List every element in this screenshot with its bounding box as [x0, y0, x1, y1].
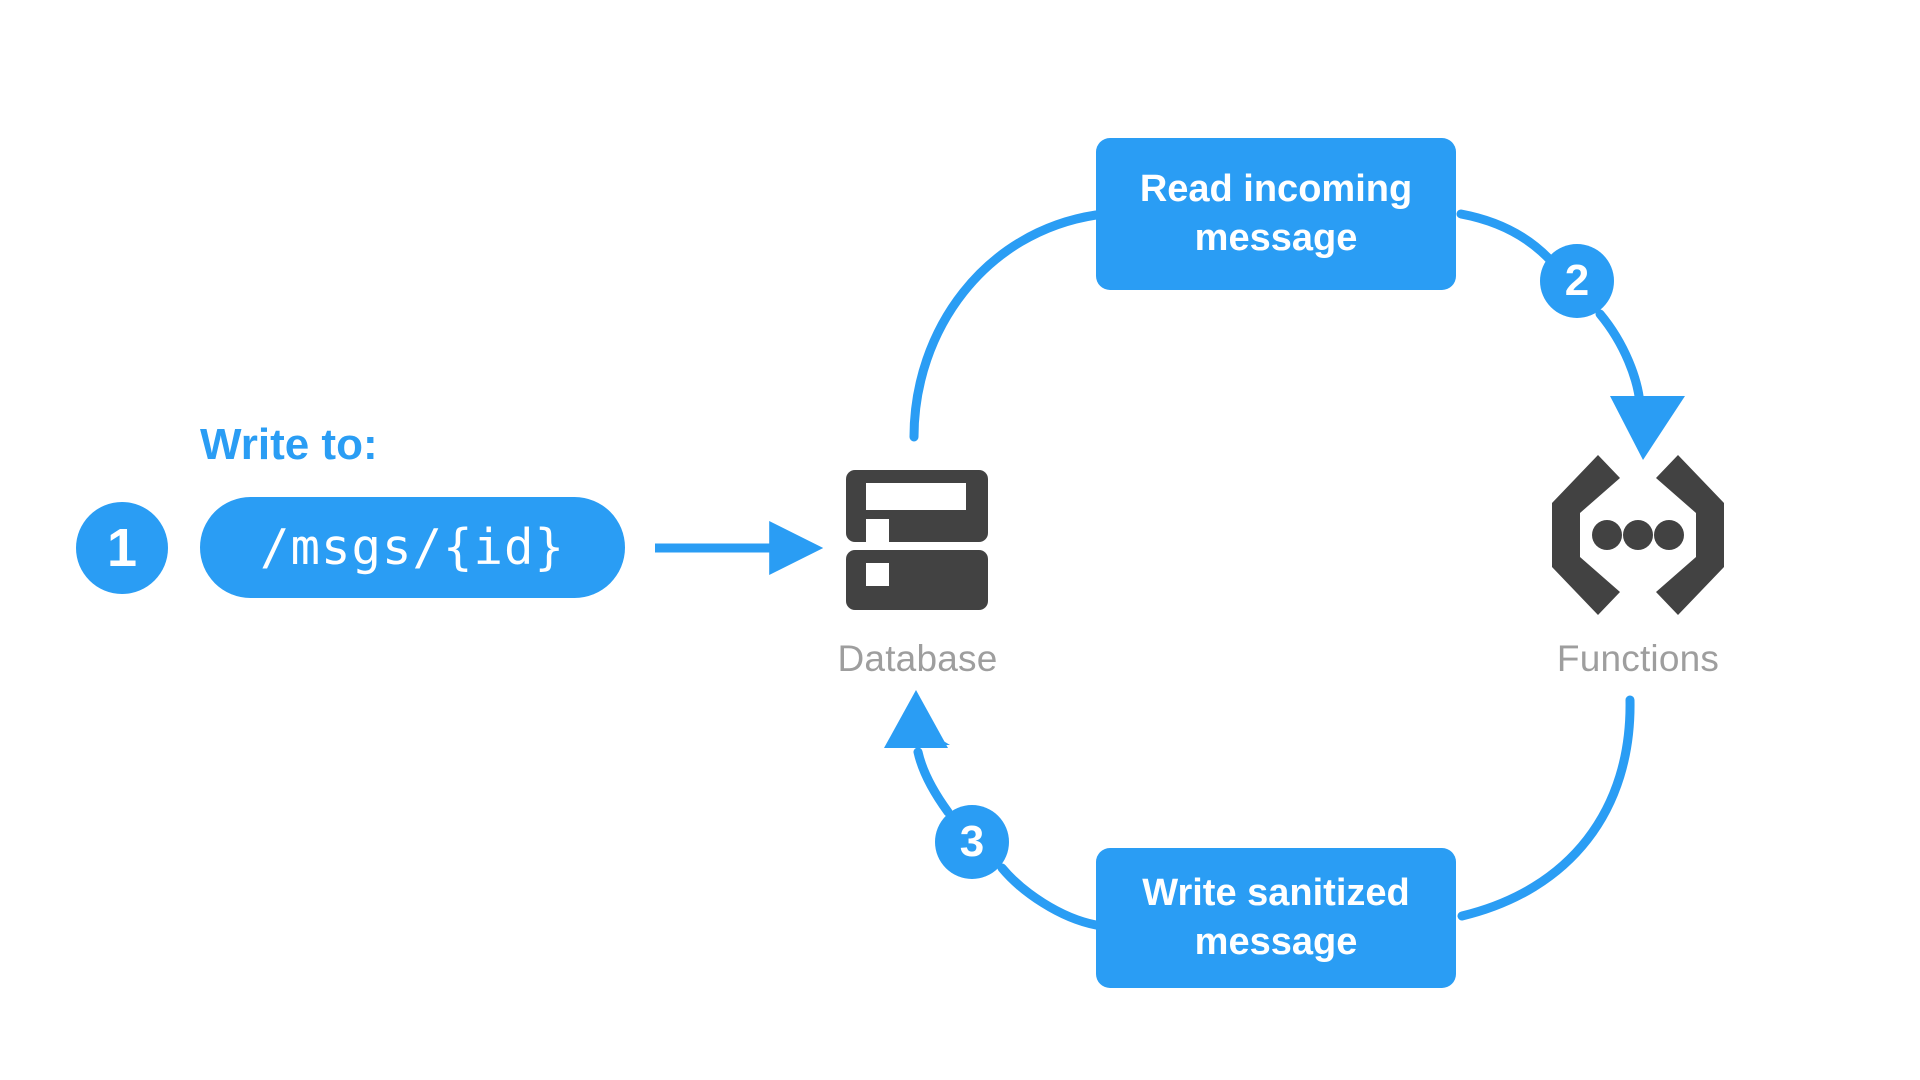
database-icon: [842, 470, 992, 610]
functions-label: Functions: [1556, 638, 1720, 679]
database-path-pill[interactable]: /msgs/{id}: [200, 497, 625, 598]
edge-functions-to-write: [1457, 695, 1635, 921]
functions-braces-icon: [1538, 455, 1738, 615]
database-label: Database: [837, 638, 998, 679]
step-badge-3: 3: [935, 805, 1009, 879]
write-to-label: Write to:: [200, 420, 378, 469]
edge-database-to-read: [909, 210, 1101, 442]
action-box-read-incoming-message[interactable]: Read incoming message: [1096, 138, 1456, 290]
edge-write-to-database: [884, 690, 1101, 930]
step-badge-2: 2: [1540, 244, 1614, 318]
action-box-write-sanitized-message[interactable]: Write sanitized message: [1096, 848, 1456, 988]
step-badge-1: 1: [76, 502, 168, 594]
